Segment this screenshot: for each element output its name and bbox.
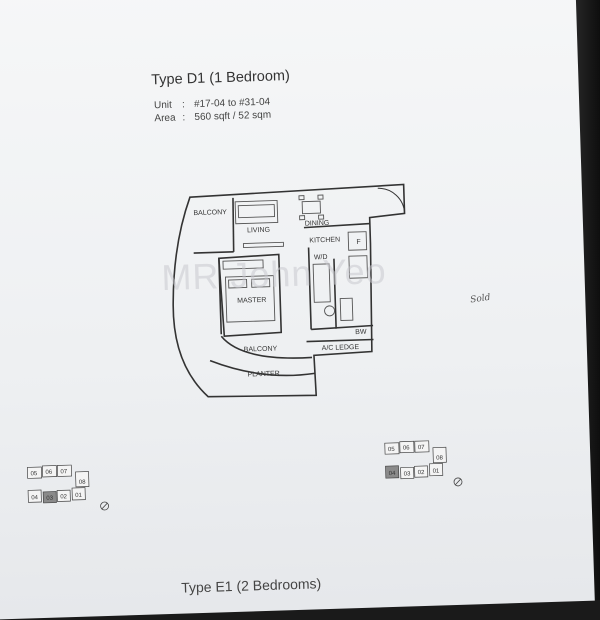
room-dining: DINING [305,220,330,228]
room-master: MASTER [237,297,266,305]
key-plan-unit-label: 01 [75,493,83,499]
key-plan-unit-label: 08 [436,455,444,461]
key-plan-unit-label: 06 [403,445,411,451]
key-plan-unit-label: 07 [60,469,68,475]
key-plan-unit-label: 06 [45,470,53,476]
room-balcony-bottom: BALCONY [244,346,278,354]
key-plan-cell [41,465,57,478]
key-plan-cell [384,442,400,455]
key-plan-unit-label: 05 [30,471,38,477]
key-plan-cell [429,463,444,477]
key-plan-unit-label: 08 [79,480,87,486]
key-plan-cell [385,465,400,479]
north-icon-left [100,501,109,511]
key-plan-cell [414,440,430,453]
room-fridge: F [356,239,360,246]
room-balcony-top: BALCONY [193,209,227,217]
room-planter: PLANTER [247,370,280,378]
key-plan-cell [71,487,86,501]
room-living: LIVING [247,227,270,235]
key-plan-cell [56,464,72,477]
key-plan-cell [75,471,90,488]
key-plan-unit-label: 02 [60,494,68,500]
key-plan-cell [400,466,415,480]
north-icon-right [453,477,463,487]
key-plan-unit-label: 04 [389,471,397,477]
key-plan-cell [26,466,43,479]
key-plan-unit-label: 05 [388,447,396,453]
key-plan-unit-label: 03 [404,471,412,477]
key-plan-unit-label: 01 [433,468,441,474]
key-plan-unit-label: 02 [418,470,426,476]
key-plan-unit-label: 03 [46,496,54,502]
room-ac-ledge: A/C LEDGE [322,344,360,352]
key-plan-cell [432,446,447,464]
key-plan-cell [414,465,429,478]
watermark: MR John Yeo [160,250,388,299]
key-plan-unit-label: 04 [31,495,39,501]
key-plan-cell [399,440,415,454]
key-plan-right: 05 06 07 08 04 03 02 01 [384,440,447,480]
key-plan-cell [56,489,71,502]
key-plan-left: 05 06 07 08 04 03 02 01 [26,464,90,504]
key-plan-cell [27,489,42,503]
key-plan-cell [42,491,57,504]
room-kitchen: KITCHEN [309,237,340,245]
key-plan-unit-label: 07 [418,445,426,451]
room-bw: BW [355,329,367,336]
room-wd: W/D [314,254,328,261]
